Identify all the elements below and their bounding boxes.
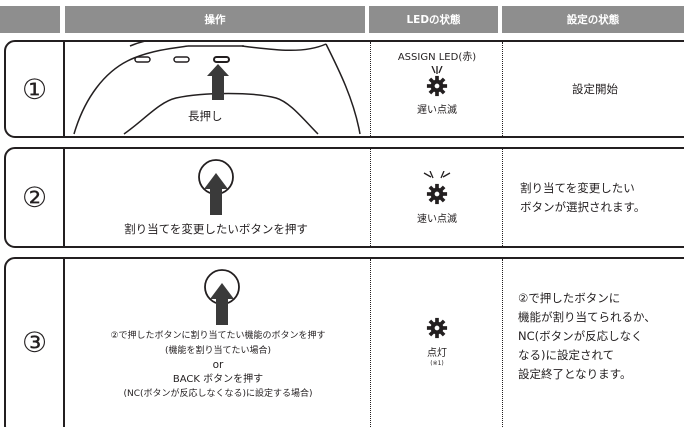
button-press-illustration xyxy=(198,159,234,215)
divider xyxy=(502,42,503,136)
led-cell: ASSIGN LED(赤) 遅い点滅 xyxy=(372,42,502,136)
press-arrow xyxy=(207,64,229,100)
operation-text: ②で押したボタンに割り当てたい機能のボタンを押す (機能を割り当てたい場合) o… xyxy=(70,329,366,402)
step-number: ③ xyxy=(21,325,48,359)
operation-label: 割り当てを変更したいボタンを押す xyxy=(124,222,308,236)
divider xyxy=(63,259,65,427)
setting-text: 設定開始 xyxy=(572,82,618,96)
setting-line: 割り当てを変更したい xyxy=(520,180,635,195)
setting-line: ボタンが選択されます。 xyxy=(520,199,646,214)
divider xyxy=(370,259,371,427)
setting-text: ②で押したボタンに 機能が割り当てられるか、 NC(ボタンが反応しなく なる)に… xyxy=(518,289,656,384)
divider xyxy=(63,42,65,136)
press-arrow xyxy=(204,173,228,215)
led-cell: 点灯 (※1) xyxy=(372,259,502,425)
operation-line: (機能を割り当てたい場合) xyxy=(164,345,272,356)
operation-line: ②で押したボタンに割り当てたい機能のボタンを押す xyxy=(110,331,326,341)
led-state: 点灯 xyxy=(427,348,447,359)
blink-rays-icon xyxy=(431,66,443,74)
header-operation: 操作 xyxy=(65,6,365,33)
setting-line: ②で押したボタンに xyxy=(518,291,621,305)
led-state: 遅い点滅 xyxy=(417,105,457,116)
gear-icon xyxy=(426,317,448,339)
divider xyxy=(502,149,503,246)
step-row-1: ① 長押し ASSIGN LED(赤) 遅い点滅 設定開始 xyxy=(4,40,684,138)
controller-illustration xyxy=(73,40,361,135)
gear-icon xyxy=(426,75,448,97)
step-number: ② xyxy=(21,181,48,214)
operation-line: BACK ボタンを押す xyxy=(172,373,264,385)
setting-line: なる)に設定されて xyxy=(518,348,615,362)
operation-line: or xyxy=(212,359,224,371)
divider xyxy=(370,149,371,246)
step-row-2: ② 割り当てを変更したいボタンを押す 速い点滅 割り当てを変更したい ボタンが選… xyxy=(4,147,684,248)
divider xyxy=(502,259,503,427)
setting-line: 設定終了となります。 xyxy=(518,367,632,381)
header-setting-state: 設定の状態 xyxy=(502,6,684,33)
operation-label: 長押し xyxy=(188,109,223,123)
step-number: ① xyxy=(21,72,48,106)
divider xyxy=(63,149,65,246)
step-row-3: ③ ②で押したボタンに割り当てたい機能のボタンを押す (機能を割り当てたい場合)… xyxy=(4,257,684,427)
operation-line: (NC(ボタンが反応しなくなる)に設定する場合) xyxy=(123,389,313,399)
led-title: ASSIGN LED(赤) xyxy=(397,52,477,63)
led-note: (※1) xyxy=(430,360,444,367)
led-state: 速い点滅 xyxy=(417,213,457,225)
setting-line: 機能が割り当てられるか、 xyxy=(518,310,656,324)
setting-cell: 設定開始 xyxy=(504,42,684,136)
button-press-illustration xyxy=(204,269,240,325)
led-cell: 速い点滅 xyxy=(372,149,502,246)
divider xyxy=(370,42,371,136)
setting-cell: ②で押したボタンに 機能が割り当てられるか、 NC(ボタンが反応しなく なる)に… xyxy=(504,259,684,427)
press-arrow xyxy=(210,283,234,325)
setting-line: NC(ボタンが反応しなく xyxy=(518,329,643,343)
setting-cell: 割り当てを変更したい ボタンが選択されます。 xyxy=(504,149,684,246)
header-blank xyxy=(0,6,60,33)
gear-icon xyxy=(426,183,448,204)
blink-rays-icon xyxy=(423,170,451,178)
header-led-state: LEDの状態 xyxy=(369,6,498,33)
setting-text: 割り当てを変更したい ボタンが選択されます。 xyxy=(520,179,645,217)
